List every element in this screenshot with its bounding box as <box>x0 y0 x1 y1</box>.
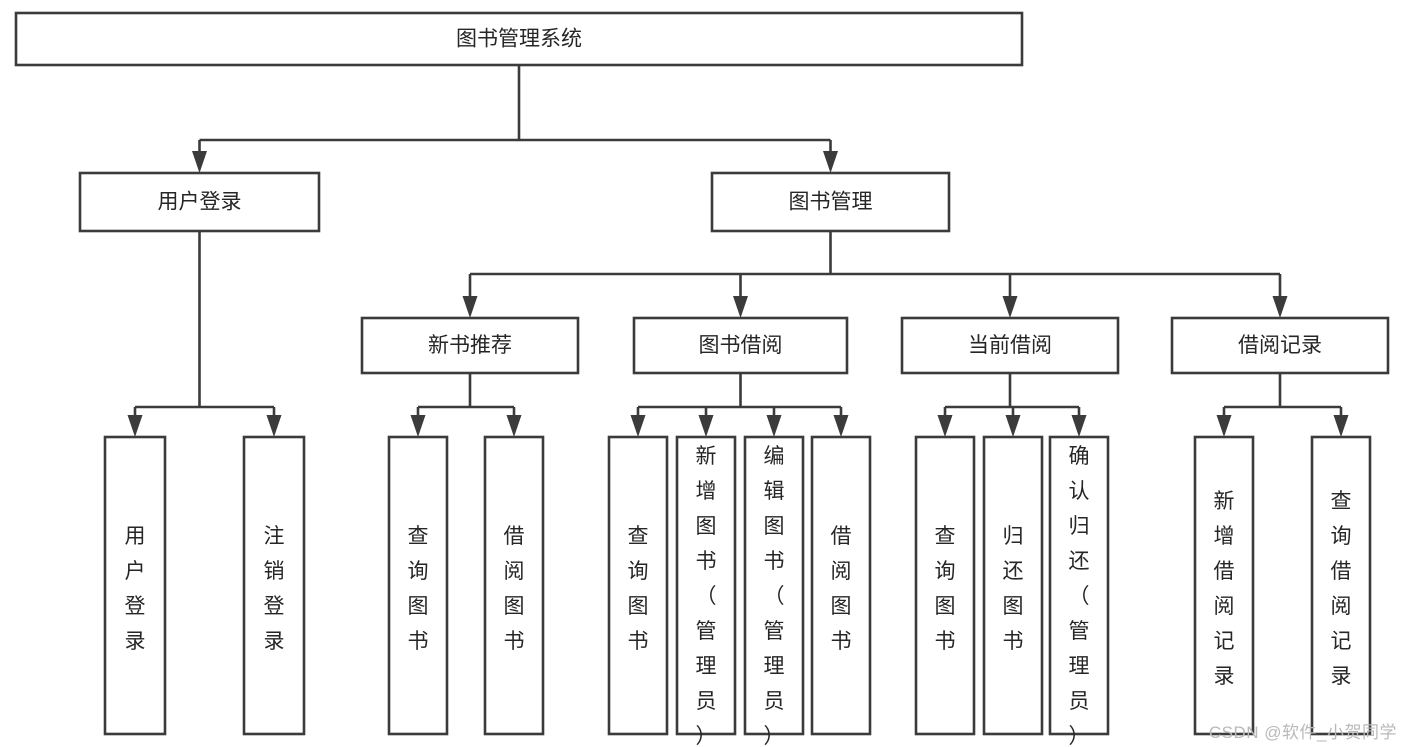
node-leaf-10[interactable]: 归还图书 <box>982 435 1044 736</box>
node-label-current: 当前借阅 <box>968 334 1052 357</box>
node-label-leaf-2: 注销登录 <box>264 525 285 653</box>
node-label-records: 借阅记录 <box>1238 334 1322 357</box>
node-box-records <box>1170 316 1390 375</box>
node-label-leaf-13: 查询借阅记录 <box>1331 490 1352 688</box>
node-leaf-5[interactable]: 查询图书 <box>607 435 669 736</box>
node-box-leaf-4 <box>483 435 545 736</box>
connector-current <box>937 373 1087 437</box>
node-label-leaf-8: 借阅图书 <box>831 525 852 653</box>
node-root[interactable]: 图书管理系统 <box>14 11 1024 67</box>
connector-newbook <box>410 373 522 437</box>
node-label-borrow: 图书借阅 <box>699 334 783 357</box>
connector-bookmgmt <box>462 231 1288 318</box>
node-leaf-13[interactable]: 查询借阅记录 <box>1310 435 1372 736</box>
node-box-leaf-8 <box>810 435 872 736</box>
node-box-leaf-9 <box>914 435 976 736</box>
node-label-newbook: 新书推荐 <box>428 334 512 357</box>
node-borrow[interactable]: 图书借阅 <box>632 316 849 375</box>
node-label-leaf-12: 新增借阅记录 <box>1214 490 1235 688</box>
node-box-leaf-1 <box>103 435 167 736</box>
connector-login <box>127 231 282 437</box>
node-leaf-9[interactable]: 查询图书 <box>914 435 976 736</box>
node-label-leaf-7: 编辑图书（管理员） <box>764 445 785 747</box>
node-newbook[interactable]: 新书推荐 <box>360 316 580 375</box>
node-box-leaf-11 <box>1048 435 1110 736</box>
node-current[interactable]: 当前借阅 <box>900 316 1120 375</box>
node-label-leaf-4: 借阅图书 <box>504 525 525 653</box>
node-label-leaf-10: 归还图书 <box>1003 525 1024 653</box>
node-box-leaf-13 <box>1310 435 1372 736</box>
node-box-leaf-12 <box>1193 435 1255 736</box>
node-leaf-2[interactable]: 注销登录 <box>242 435 306 736</box>
node-box-leaf-6 <box>675 435 737 736</box>
node-label-leaf-6: 新增图书（管理员） <box>696 445 717 747</box>
node-leaf-3[interactable]: 查询图书 <box>387 435 449 736</box>
node-box-leaf-10 <box>982 435 1044 736</box>
connector-records <box>1216 373 1349 437</box>
node-leaf-12[interactable]: 新增借阅记录 <box>1193 435 1255 736</box>
node-layer: 图书管理系统用户登录图书管理新书推荐图书借阅当前借阅借阅记录用户登录注销登录查询… <box>14 11 1390 747</box>
node-box-leaf-2 <box>242 435 306 736</box>
node-label-leaf-9: 查询图书 <box>935 525 956 653</box>
node-label-root: 图书管理系统 <box>456 28 582 51</box>
node-box-leaf-5 <box>607 435 669 736</box>
node-leaf-4[interactable]: 借阅图书 <box>483 435 545 736</box>
node-login[interactable]: 用户登录 <box>78 171 321 233</box>
node-label-leaf-1: 用户登录 <box>125 525 146 653</box>
node-label-login: 用户登录 <box>158 191 242 214</box>
node-box-borrow <box>632 316 849 375</box>
connector-borrow <box>630 373 849 437</box>
node-leaf-1[interactable]: 用户登录 <box>103 435 167 736</box>
node-box-current <box>900 316 1120 375</box>
node-box-newbook <box>360 316 580 375</box>
node-label-leaf-3: 查询图书 <box>408 525 429 653</box>
node-leaf-7[interactable]: 编辑图书（管理员） <box>743 435 805 747</box>
node-bookmgmt[interactable]: 图书管理 <box>710 171 951 233</box>
node-leaf-8[interactable]: 借阅图书 <box>810 435 872 736</box>
connector-root <box>192 65 838 173</box>
node-box-leaf-3 <box>387 435 449 736</box>
node-label-leaf-5: 查询图书 <box>628 525 649 653</box>
node-box-root <box>14 11 1024 67</box>
csdn-watermark: CSDN @软件_小贺同学 <box>1208 723 1397 742</box>
node-label-leaf-11: 确认归还（管理员） <box>1069 445 1090 747</box>
connector-layer <box>127 65 1349 437</box>
node-box-leaf-7 <box>743 435 805 736</box>
node-records[interactable]: 借阅记录 <box>1170 316 1390 375</box>
node-label-bookmgmt: 图书管理 <box>789 191 873 214</box>
node-box-bookmgmt <box>710 171 951 233</box>
node-leaf-11[interactable]: 确认归还（管理员） <box>1048 435 1110 747</box>
node-leaf-6[interactable]: 新增图书（管理员） <box>675 435 737 747</box>
node-box-login <box>78 171 321 233</box>
